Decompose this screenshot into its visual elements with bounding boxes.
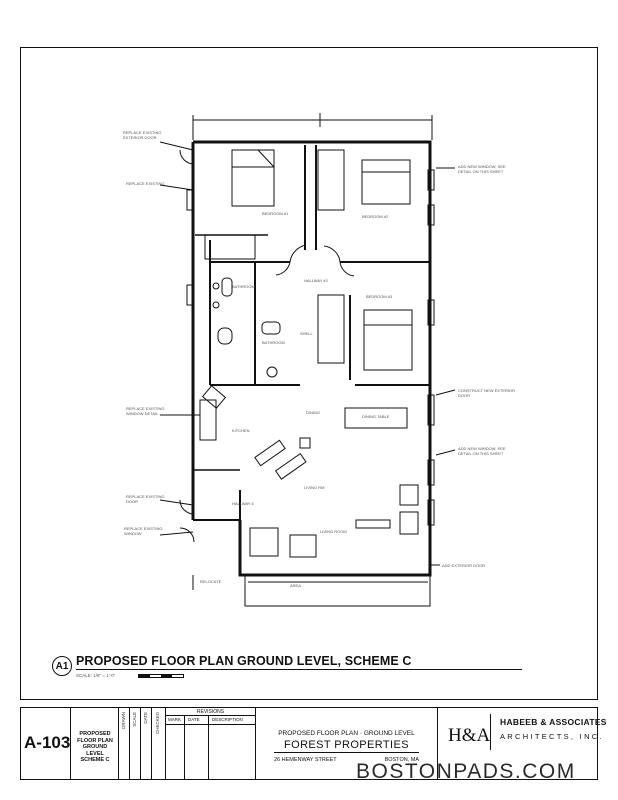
svg-text:WINDOW: WINDOW: [124, 531, 142, 536]
revisions-cell: REVISIONS MARK DATE DESCRIPTION: [166, 708, 256, 779]
svg-text:REPLACE EXISTING: REPLACE EXISTING: [123, 130, 161, 135]
svg-text:DETAIL ON THIS SHEET: DETAIL ON THIS SHEET: [458, 451, 504, 456]
firm-logo-text: H&A: [448, 725, 491, 746]
firm-subtitle: ARCHITECTS, INC.: [500, 732, 604, 741]
view-tag: A1: [52, 656, 72, 676]
svg-text:REPLACE EXISTING: REPLACE EXISTING: [126, 494, 164, 499]
svg-text:SHELL: SHELL: [300, 331, 313, 336]
svg-text:DOOR: DOOR: [126, 499, 138, 504]
svg-text:REPLACE EXISTING: REPLACE EXISTING: [126, 406, 164, 411]
svg-text:DOOR: DOOR: [458, 393, 470, 398]
svg-text:ADD NEW WINDOW, SEE: ADD NEW WINDOW, SEE: [458, 446, 506, 451]
svg-text:DINING: DINING: [306, 410, 320, 415]
firm-name: HABEEB & ASSOCIATES: [500, 717, 607, 727]
svg-text:EXTERIOR DOOR: EXTERIOR DOOR: [123, 135, 157, 140]
watermark: BOSTONPADS.COM: [356, 760, 576, 783]
sheet-description: PROPOSED FLOOR PLAN GROUND LEVEL SCHEME …: [77, 731, 113, 763]
svg-text:AREA: AREA: [290, 583, 301, 588]
svg-text:BEDROOM #3: BEDROOM #3: [366, 294, 393, 299]
view-title: PROPOSED FLOOR PLAN GROUND LEVEL, SCHEME…: [76, 654, 412, 668]
field-checked-cell: CHECKED: [152, 708, 166, 779]
sheet-number-cell: A-103: [21, 708, 71, 779]
view-title-block: A1 PROPOSED FLOOR PLAN GROUND LEVEL, SCH…: [52, 654, 522, 678]
svg-text:HALLWAY #2: HALLWAY #2: [304, 278, 329, 283]
svg-text:LIVING RM: LIVING RM: [304, 485, 324, 490]
svg-text:ADD EXTERIOR DOOR: ADD EXTERIOR DOOR: [442, 563, 485, 568]
svg-text:REPLACE EXISTING: REPLACE EXISTING: [124, 526, 162, 531]
scale-bar: [138, 674, 184, 678]
sheet-border: [20, 47, 598, 700]
scale-note: SCALE: 1/8" = 1'-0": [76, 673, 116, 678]
field-date: DATE: [143, 712, 148, 724]
svg-text:BATHROOM: BATHROOM: [262, 340, 285, 345]
sheet-number: A-103: [24, 733, 71, 752]
view-title-underline: [76, 669, 522, 671]
field-scale: SCALE: [132, 712, 137, 727]
project-city: BOSTON, MA: [384, 757, 419, 763]
title-block: A-103 PROPOSED FLOOR PLAN GROUND LEVEL S…: [20, 707, 606, 780]
svg-text:ADD NEW WINDOW, SEE: ADD NEW WINDOW, SEE: [458, 164, 506, 169]
svg-text:KITCHEN: KITCHEN: [232, 428, 250, 433]
field-date-cell: DATE: [141, 708, 152, 779]
field-drawn-cell: DRAWN: [119, 708, 130, 779]
project-cell: PROPOSED FLOOR PLAN · GROUND LEVEL FORES…: [256, 708, 438, 779]
svg-text:WINDOW DETAIL: WINDOW DETAIL: [126, 411, 159, 416]
project-name: FOREST PROPERTIES: [284, 739, 409, 751]
revisions-label: REVISIONS: [196, 709, 225, 715]
svg-text:CONSTRUCT NEW EXTERIOR: CONSTRUCT NEW EXTERIOR: [458, 388, 515, 393]
revision-col-date: DATE: [188, 717, 200, 722]
logo-divider: [490, 714, 491, 750]
svg-text:BEDROOM #1: BEDROOM #1: [262, 211, 289, 216]
svg-text:LIVING ROOM: LIVING ROOM: [320, 529, 347, 534]
project-subtitle: PROPOSED FLOOR PLAN · GROUND LEVEL: [278, 730, 415, 737]
revision-columns: MARK DATE DESCRIPTION: [166, 715, 255, 725]
revision-col-description: DESCRIPTION: [212, 717, 243, 722]
svg-text:BATHROOM: BATHROOM: [232, 284, 255, 289]
revision-col-mark: MARK: [168, 717, 182, 722]
svg-text:BEDROOM #2: BEDROOM #2: [362, 214, 389, 219]
project-divider: [274, 752, 419, 753]
field-drawn: DRAWN: [121, 712, 126, 729]
svg-text:DINING TABLE: DINING TABLE: [362, 414, 390, 419]
field-checked: CHECKED: [155, 712, 160, 735]
svg-text:REPLACE EXISTING: REPLACE EXISTING: [126, 181, 164, 186]
firm-cell: H&A HABEEB & ASSOCIATES ARCHITECTS, INC.: [438, 708, 606, 779]
project-address: 26 HEMENWAY STREET: [274, 757, 337, 763]
svg-text:HALLWAY 4: HALLWAY 4: [232, 501, 254, 506]
svg-text:RELOCATE: RELOCATE: [200, 579, 222, 584]
svg-text:DETAIL ON THIS SHEET: DETAIL ON THIS SHEET: [458, 169, 504, 174]
field-scale-cell: SCALE: [130, 708, 141, 779]
sheet-description-cell: PROPOSED FLOOR PLAN GROUND LEVEL SCHEME …: [71, 708, 119, 779]
firm-logo: H&A: [444, 714, 490, 750]
